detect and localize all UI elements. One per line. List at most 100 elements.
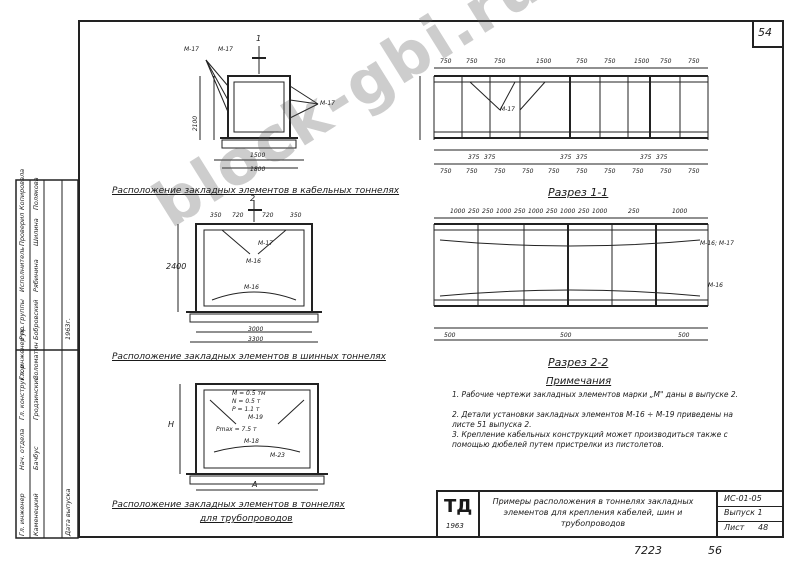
ml-label-m16: М-16 (246, 258, 261, 265)
mr-dim-5: 1000 (528, 208, 544, 215)
tr-small-4: 375 (640, 154, 652, 161)
side-name2-1: Рябинина (32, 259, 40, 292)
side-name2-3: Полякова (32, 177, 40, 210)
caption-shin-tunnels: Расположение закладных элементов в шинны… (112, 352, 386, 362)
mr-dim-11: 1000 (672, 208, 688, 215)
caption-pipe-tunnels-1: Расположение закладных элементов в тонне… (112, 500, 345, 510)
side-name-0: Каменецкий (32, 493, 40, 536)
title-block: ТД 1963 Примеры расположения в тоннелях … (436, 490, 784, 538)
tr-bdim-8: 750 (660, 168, 672, 175)
tr-bdim-6: 750 (604, 168, 616, 175)
tr-small-1: 375 (484, 154, 496, 161)
tr-dim-3: 1500 (536, 58, 552, 65)
tr-bdim-5: 750 (576, 168, 588, 175)
side-name-2: Гродзинский (32, 375, 40, 420)
mr-dim-8: 250 (578, 208, 590, 215)
mr-dim-9: 1000 (592, 208, 608, 215)
section-mark-1: 1 (256, 34, 262, 43)
bl-label-2: Р = 1.1 т (232, 406, 260, 413)
tr-small-2: 375 (560, 154, 572, 161)
bl-label-3: М-19 (248, 414, 263, 421)
stamp-logo-cell: ТД 1963 (438, 492, 480, 536)
tr-bdim-1: 750 (466, 168, 478, 175)
mr-dim-1: 250 (468, 208, 480, 215)
side-role2-3: Копировала (18, 168, 26, 210)
stamp-logo: ТД (444, 496, 473, 517)
note-1: 1. Рабочие чертежи закладных элементов м… (452, 390, 739, 399)
caption-section-1-1: Разрез 1-1 (548, 186, 609, 199)
bottom-number-2: 56 (708, 544, 722, 557)
tr-bdim-3: 750 (522, 168, 534, 175)
note-3: 3. Крепление кабельных конструкций может… (452, 430, 728, 449)
tr-bdim-4: 750 (548, 168, 560, 175)
dim-1500: 1500 (250, 152, 266, 159)
corner-number: 54 (758, 26, 772, 39)
side-name-1: Бачбус (32, 446, 40, 470)
tr-small-5: 375 (656, 154, 668, 161)
ml-dim-1: 720 (232, 212, 244, 219)
side-date: 1963г. (64, 317, 72, 340)
cable-tunnel-elevation (419, 67, 709, 165)
note-2: 2. Детали установки закладных элементов … (452, 410, 734, 429)
ml-vdim: 2400 (166, 262, 187, 271)
tr-bdim-0: 750 (440, 168, 452, 175)
bl-label-1: N = 0.5 т (232, 398, 261, 405)
tr-dim-1: 750 (466, 58, 478, 65)
side-role2-0: Рук. группы (18, 299, 26, 340)
tr-dim-2: 750 (494, 58, 506, 65)
label-m17-c: М-17 (320, 100, 335, 107)
vdim-2100: 2100 (192, 115, 200, 132)
ml-dim-3: 350 (290, 212, 302, 219)
corner-number-box: 54 (752, 20, 784, 48)
bl-dim-a: А (252, 480, 258, 489)
mr-dim-10: 250 (628, 208, 640, 215)
stamp-sheet-no: 48 (758, 523, 769, 532)
mr-dim-2: 250 (482, 208, 494, 215)
ml-dim-2: 720 (262, 212, 274, 219)
tr-bdim-2: 750 (494, 168, 506, 175)
side-role2-1: Исполнитель (18, 246, 26, 292)
stamp-title: Примеры расположения в тоннелях закладны… (492, 497, 694, 528)
mr-label-m16-m17: М-16; М-17 (700, 240, 734, 247)
mr-dim-7: 1000 (560, 208, 576, 215)
bl-dim-h: H (168, 420, 175, 429)
tr-dim-4: 750 (576, 58, 588, 65)
side-role2-2: Проверил (18, 212, 26, 246)
section-mark-2: 2 (250, 194, 256, 203)
tr-dim-5: 750 (604, 58, 616, 65)
mr-dim-0: 1000 (450, 208, 466, 215)
tr-dim-0: 750 (440, 58, 452, 65)
tr-dim-7: 750 (660, 58, 672, 65)
cable-tunnel-section (199, 46, 319, 169)
side-name2-0: Бобровский (32, 299, 40, 340)
drawing-sheet-frame (78, 20, 784, 538)
bl-label-0: М = 0.5 тм (232, 390, 266, 397)
side-name-3: Соломатин (32, 342, 40, 380)
shin-tunnel-section (177, 200, 322, 343)
tr-bdim-9: 750 (688, 168, 700, 175)
side-role-1: Нач. отдела (18, 428, 26, 470)
dim-1800: 1800 (250, 166, 266, 173)
mr-label-m16: М-16 (708, 282, 723, 289)
stamp-year: 1963 (446, 522, 464, 530)
caption-section-2-2: Разрез 2-2 (548, 356, 609, 369)
side-name2-2: Шилина (32, 218, 40, 246)
stamp-sheet-label: Лист (724, 523, 745, 532)
ml-bdim-0: 3000 (248, 326, 264, 333)
bl-label-6: М-23 (270, 452, 285, 459)
mr-dim-6: 250 (546, 208, 558, 215)
ml-label-m17: М-17 (258, 240, 273, 247)
side-signature-block: Гл. инженер Нач. отдела Гл. конструктор … (16, 169, 78, 538)
bottom-number-1: 7223 (634, 544, 662, 557)
mr-bdim-0: 500 (444, 332, 456, 339)
bl-label-4: Pmax = 7.5 т (216, 426, 257, 433)
ml-bdim-1: 3300 (248, 336, 264, 343)
label-m17-a: М-17 (184, 46, 199, 53)
tr-bdim-7: 750 (632, 168, 644, 175)
shin-tunnel-elevation (433, 217, 709, 341)
ml-label-m16-b: М-16 (244, 284, 259, 291)
ml-dim-0: 350 (210, 212, 222, 219)
bl-label-5: М-18 (244, 438, 259, 445)
tr-dim-6: 1500 (634, 58, 650, 65)
